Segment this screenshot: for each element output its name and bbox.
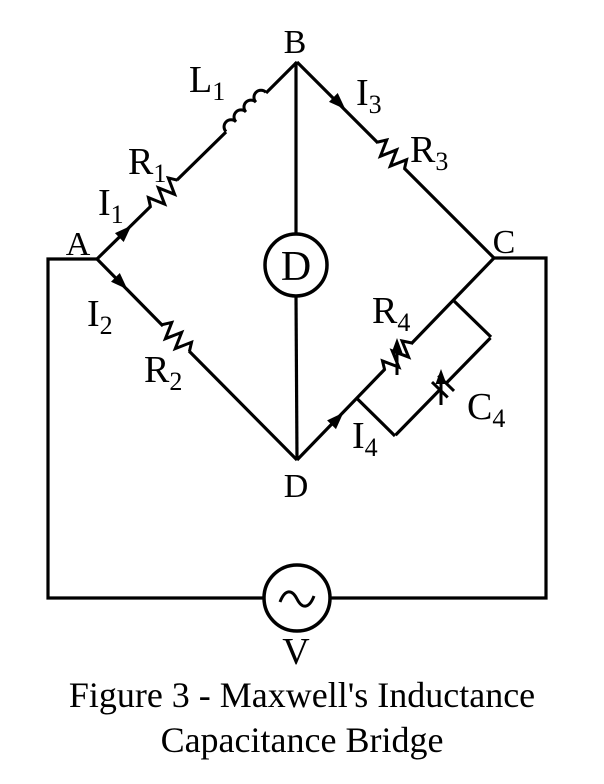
c4-variable-arrow-icon: [435, 369, 447, 405]
resistor-r1-label: R1: [128, 141, 166, 188]
node-d-label: D: [284, 468, 309, 505]
ac-source-circle-icon: [262, 563, 332, 633]
resistor-r3-icon: [377, 137, 409, 170]
node-b-label: B: [284, 24, 307, 61]
resistor-r1-icon: [146, 175, 178, 208]
c4-branch-connector-right: [451, 298, 493, 339]
source-v-label: V: [282, 631, 310, 673]
current-i4-label: I4: [352, 415, 378, 462]
outer-loop-wire: [46, 256, 548, 600]
resistor-r2-label: R2: [144, 349, 182, 396]
detector-wire-bottom: [294, 295, 299, 461]
arm-bc-wire-2: [402, 166, 496, 260]
arm-ad-wire-1: [95, 257, 165, 328]
c4-branch-connector-left: [355, 397, 397, 438]
arm-ab-wire-2: [175, 130, 228, 182]
current-i3-arrow-icon: [328, 93, 346, 110]
figure-caption-line2: Capacitance Bridge: [161, 720, 444, 760]
arm-ad-wire-2: [187, 349, 299, 462]
r4-variable-arrow-icon: [391, 338, 403, 375]
current-i3-label: I3: [356, 72, 382, 119]
current-i2-label: I2: [87, 293, 113, 340]
resistor-r3-label: R3: [410, 129, 448, 176]
current-i4-arrow-icon: [327, 412, 344, 430]
inductor-l1-label: L1: [189, 59, 225, 106]
current-i1-label: I1: [98, 182, 124, 229]
node-a-label: A: [66, 226, 91, 263]
figure-caption-line1: Figure 3 - Maxwell's Inductance: [69, 675, 535, 715]
current-i1-arrow-icon: [114, 225, 132, 242]
resistor-r2-icon: [162, 320, 194, 352]
inductor-l1-icon: [222, 88, 268, 133]
ac-waveform-icon: [278, 590, 316, 608]
capacitor-c4-label: C4: [467, 386, 505, 433]
detector-label: D: [281, 244, 311, 290]
arm-ab-wire-3: [264, 60, 299, 95]
current-i2-arrow-icon: [111, 272, 128, 290]
node-c-label: C: [493, 224, 516, 261]
resistor-r4-label: R4: [372, 290, 410, 337]
